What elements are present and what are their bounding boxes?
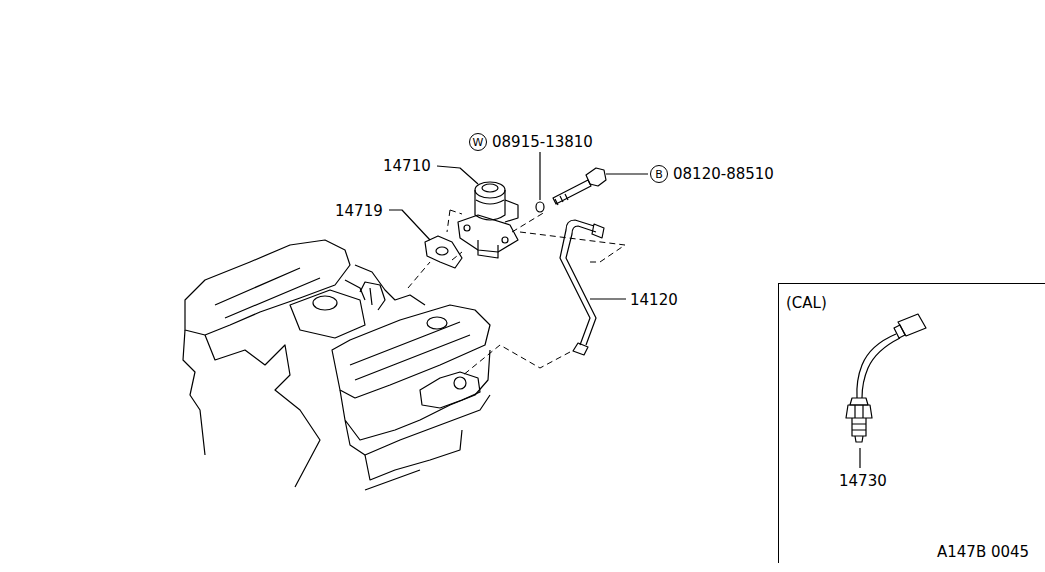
leader-line bbox=[389, 210, 430, 240]
exhaust-manifold bbox=[420, 372, 480, 408]
bolt bbox=[555, 194, 568, 205]
alignment-line bbox=[512, 212, 625, 262]
engine-head bbox=[185, 240, 350, 335]
egr-gasket bbox=[425, 236, 462, 268]
leader-line bbox=[606, 173, 648, 174]
alignment-line bbox=[447, 210, 462, 232]
sensor-tip bbox=[852, 418, 866, 442]
sensor-connector bbox=[894, 325, 905, 338]
callout-number: 14710 bbox=[383, 157, 431, 175]
egr-valve bbox=[482, 184, 498, 192]
figure-code: A147B 0045 bbox=[937, 543, 1029, 561]
circled-letter: W bbox=[469, 133, 487, 151]
gasket-hole bbox=[436, 247, 448, 255]
egr-tube bbox=[560, 220, 594, 345]
egr-port bbox=[454, 377, 466, 389]
leader-line bbox=[859, 448, 860, 468]
flange-hole bbox=[502, 237, 508, 243]
circle-letter: B bbox=[655, 168, 663, 181]
intake-plenum bbox=[290, 290, 365, 338]
intake-pipe bbox=[360, 282, 385, 310]
egr-flange bbox=[458, 215, 518, 252]
part-number: 08915-13810 bbox=[492, 133, 593, 151]
leader-line bbox=[437, 166, 478, 184]
oil-cap bbox=[427, 317, 447, 329]
sensor-body bbox=[850, 398, 868, 405]
leader-line bbox=[539, 152, 540, 200]
sensor-wire bbox=[857, 334, 900, 398]
alignment-line bbox=[408, 262, 430, 288]
inset-panel: (CAL) 14730 bbox=[778, 283, 1045, 563]
alignment-line bbox=[462, 345, 570, 376]
engine-head bbox=[340, 350, 490, 455]
sensor-hex bbox=[846, 405, 872, 418]
washer bbox=[536, 202, 544, 212]
circle-letter: W bbox=[473, 136, 484, 149]
leader-line bbox=[590, 298, 626, 299]
egr-valve bbox=[476, 200, 518, 222]
sensor-connector bbox=[898, 314, 926, 336]
throttle-port bbox=[313, 296, 337, 310]
valve-cover bbox=[350, 322, 470, 380]
engine-block bbox=[365, 430, 462, 490]
valve-cover bbox=[332, 305, 490, 398]
callout-number: 14120 bbox=[630, 291, 678, 309]
circled-letter: B bbox=[650, 165, 668, 183]
variant-tag: (CAL) bbox=[786, 294, 827, 312]
flange-hole bbox=[464, 225, 470, 231]
egr-valve bbox=[478, 240, 498, 258]
engine-head bbox=[215, 268, 320, 318]
engine-block bbox=[183, 330, 320, 487]
bolt-head bbox=[586, 168, 606, 186]
bolt bbox=[553, 180, 591, 204]
egr-tube bbox=[566, 226, 596, 345]
alignment-line bbox=[452, 252, 462, 260]
tube-fitting bbox=[592, 224, 604, 238]
tube-fitting bbox=[573, 343, 588, 355]
callout-number: 14719 bbox=[335, 202, 383, 220]
part-number: 14730 bbox=[839, 472, 887, 490]
egr-valve bbox=[475, 182, 505, 198]
part-number: 08120-88510 bbox=[673, 165, 774, 183]
